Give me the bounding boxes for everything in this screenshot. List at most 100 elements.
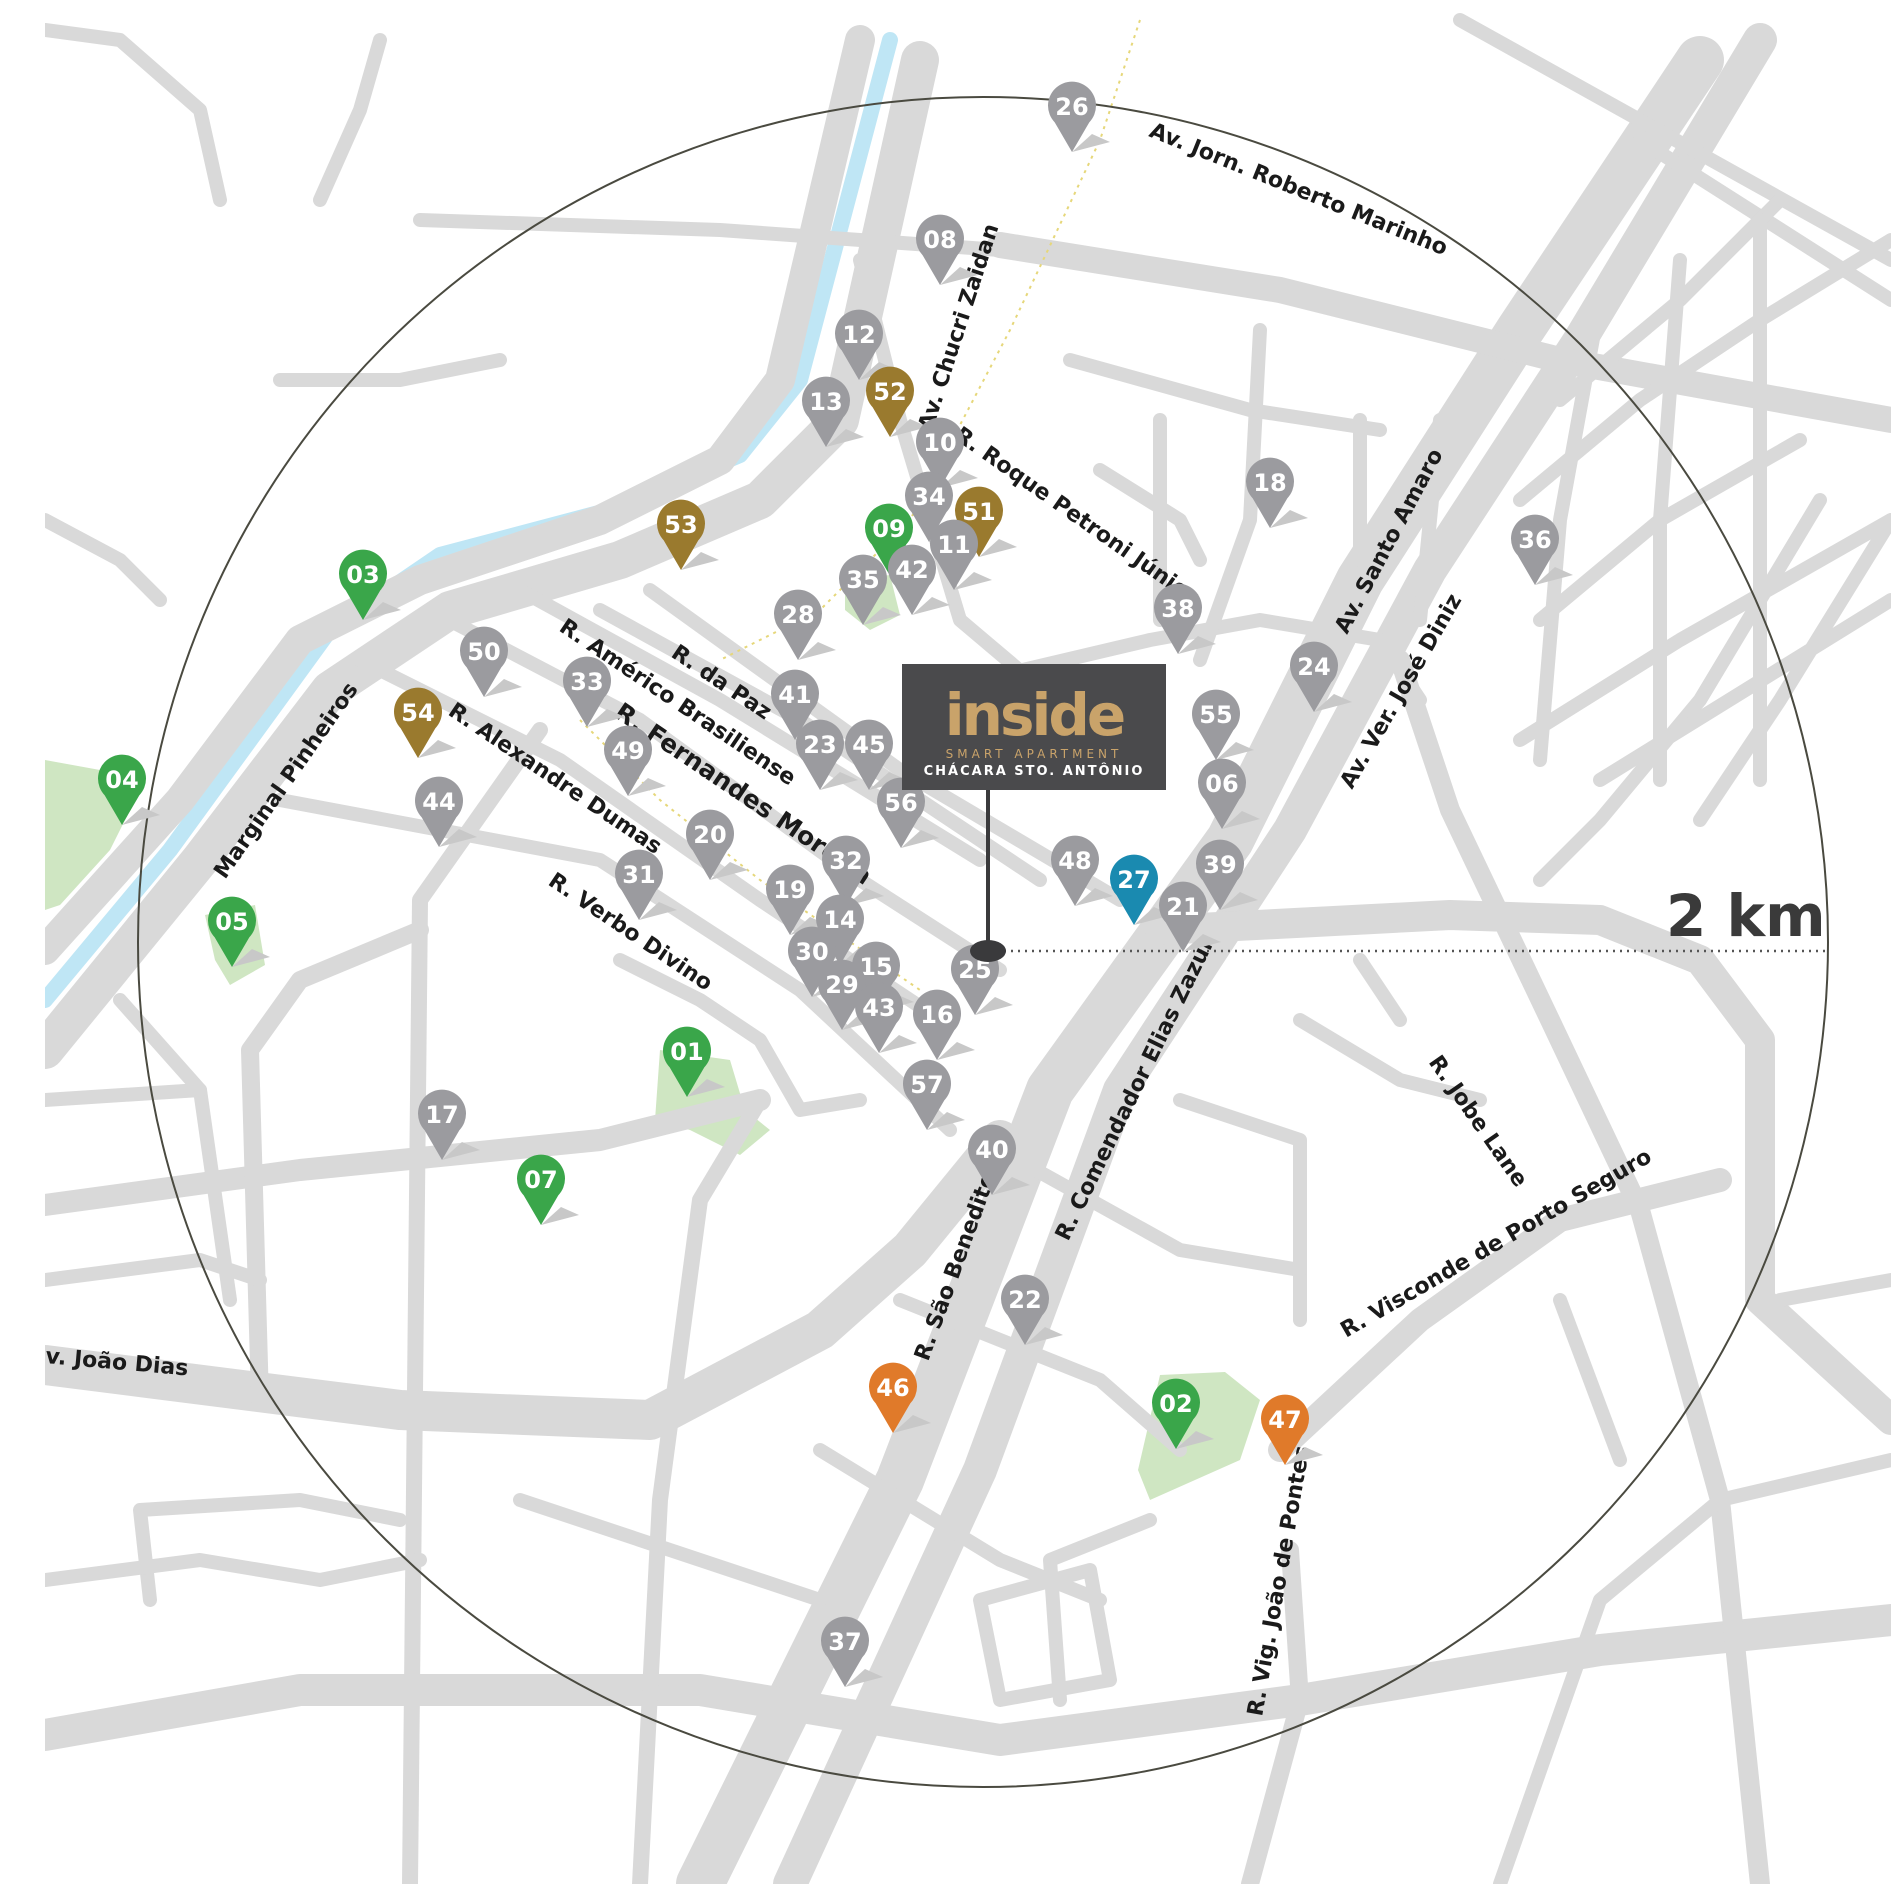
logo-location: CHÁCARA STO. ANTÔNIO (924, 763, 1145, 779)
pin-marker (415, 776, 463, 847)
pin-label: 41 (778, 681, 811, 709)
pin-marker (338, 549, 387, 620)
pin-38[interactable]: 38 (1154, 583, 1216, 654)
pin-shadow (541, 1207, 579, 1225)
pin-05[interactable]: 05 (208, 896, 270, 967)
pin-16[interactable]: 16 (913, 989, 975, 1060)
pin-03[interactable]: 03 (338, 549, 401, 620)
pin-marker (686, 809, 735, 880)
pin-label: 57 (910, 1071, 943, 1099)
pin-43[interactable]: 43 (854, 982, 917, 1053)
pin-21[interactable]: 21 (1159, 881, 1221, 952)
pin-33[interactable]: 33 (563, 656, 625, 727)
pin-28[interactable]: 28 (774, 589, 836, 660)
pin-04[interactable]: 04 (98, 754, 160, 825)
pin-44[interactable]: 44 (415, 776, 477, 847)
pin-39[interactable]: 39 (1196, 839, 1258, 910)
pin-32[interactable]: 32 (822, 835, 884, 906)
pin-label: 06 (1205, 770, 1238, 798)
pin-label: 37 (828, 1628, 861, 1656)
pin-54[interactable]: 54 (394, 687, 456, 758)
pin-48[interactable]: 48 (1051, 835, 1113, 906)
location-marker[interactable]: inside SMART APARTMENT CHÁCARA STO. ANTÔ… (902, 664, 1166, 962)
pin-marker (796, 719, 845, 790)
pin-marker (866, 366, 914, 437)
pin-46[interactable]: 46 (869, 1362, 931, 1433)
pin-shadow (845, 1669, 883, 1687)
pin-24[interactable]: 24 (1290, 641, 1352, 712)
pin-marker (1196, 839, 1244, 910)
pin-label: 55 (1199, 701, 1232, 729)
pin-40[interactable]: 40 (968, 1124, 1030, 1195)
pin-20[interactable]: 20 (686, 809, 748, 880)
pin-marker (877, 777, 926, 848)
pin-53[interactable]: 53 (656, 499, 719, 570)
pin-08[interactable]: 08 (916, 214, 978, 285)
pin-shadow (975, 997, 1013, 1015)
pin-52[interactable]: 52 (866, 366, 928, 437)
pin-11[interactable]: 11 (930, 519, 992, 590)
pin-label: 21 (1166, 893, 1199, 921)
pin-marker (930, 519, 978, 590)
pin-marker (208, 896, 256, 967)
pin-47[interactable]: 47 (1261, 1394, 1323, 1465)
pin-07[interactable]: 07 (517, 1154, 579, 1225)
pin-shadow (628, 778, 666, 796)
pin-shadow (912, 597, 950, 615)
pin-marker (418, 1089, 467, 1160)
pin-label: 52 (873, 378, 906, 406)
pin-01[interactable]: 01 (663, 1026, 725, 1097)
pin-26[interactable]: 26 (1048, 81, 1110, 152)
pin-02[interactable]: 02 (1152, 1378, 1214, 1449)
pin-27[interactable]: 27 (1110, 854, 1172, 925)
pin-57[interactable]: 57 (903, 1059, 965, 1130)
pin-31[interactable]: 31 (615, 849, 677, 920)
pin-label: 51 (962, 498, 995, 526)
pin-shadow (901, 830, 939, 848)
pin-37[interactable]: 37 (821, 1616, 883, 1687)
pin-shadow (979, 539, 1017, 557)
pin-marker (1511, 514, 1560, 585)
pin-marker (1051, 835, 1100, 906)
pin-12[interactable]: 12 (835, 309, 897, 380)
pin-shadow (484, 679, 522, 697)
pin-marker (1290, 641, 1338, 712)
pin-06[interactable]: 06 (1198, 758, 1260, 829)
pin-label: 29 (825, 971, 858, 999)
pin-marker (802, 376, 851, 447)
pin-marker (1110, 854, 1158, 925)
pin-marker (865, 503, 914, 574)
pin-shadow (893, 1415, 931, 1433)
pin-56[interactable]: 56 (877, 777, 939, 848)
pin-shadow (439, 829, 477, 847)
pin-36[interactable]: 36 (1511, 514, 1573, 585)
pin-17[interactable]: 17 (418, 1089, 480, 1160)
pin-marker (460, 626, 509, 697)
pin-25[interactable]: 25 (951, 944, 1013, 1015)
pin-45[interactable]: 45 (845, 719, 907, 790)
pin-label: 42 (895, 556, 928, 584)
pin-50[interactable]: 50 (460, 626, 522, 697)
pin-13[interactable]: 13 (802, 376, 864, 447)
pin-label: 54 (401, 699, 434, 727)
radius-circle (137, 96, 1829, 1788)
pin-18[interactable]: 18 (1246, 457, 1308, 528)
pin-marker (835, 309, 883, 380)
pin-marker (774, 589, 822, 660)
pin-55[interactable]: 55 (1192, 689, 1254, 760)
pin-42[interactable]: 42 (887, 544, 950, 615)
pin-shadow (710, 862, 748, 880)
pin-49[interactable]: 49 (604, 725, 666, 796)
pin-23[interactable]: 23 (796, 719, 858, 790)
pin-35[interactable]: 35 (839, 554, 901, 625)
pin-marker (822, 835, 870, 906)
pin-51[interactable]: 51 (955, 486, 1017, 557)
pin-label: 31 (622, 861, 655, 889)
pin-marker (1198, 758, 1247, 829)
pin-label: 17 (425, 1101, 458, 1129)
pin-marker (788, 926, 837, 997)
pin-label: 03 (346, 561, 379, 589)
pin-22[interactable]: 22 (1001, 1274, 1063, 1345)
scale-label: 2 km (1666, 882, 1826, 950)
